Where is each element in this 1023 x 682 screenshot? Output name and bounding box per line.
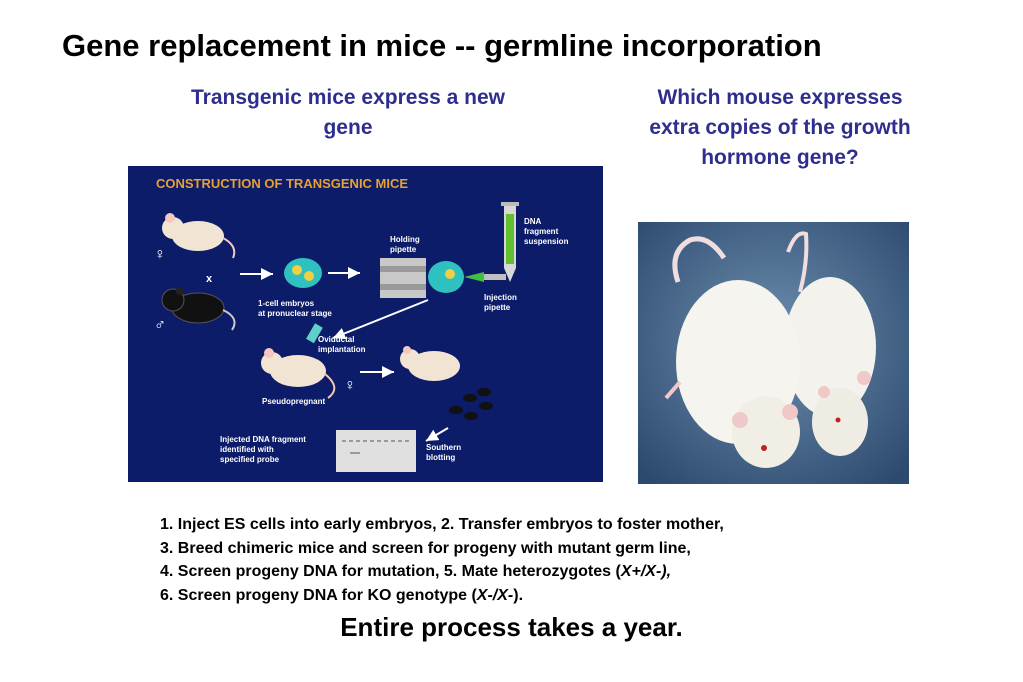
dna-syringe-icon: [501, 202, 519, 282]
svg-text:fragment: fragment: [524, 227, 559, 236]
holding-pipette-icon: [380, 258, 426, 298]
female-mouse-icon: ♀: [154, 213, 236, 263]
svg-text:blotting: blotting: [426, 453, 455, 462]
step-line-3: 4. Screen progeny DNA for mutation, 5. M…: [160, 563, 672, 580]
svg-text:Holding: Holding: [390, 235, 420, 244]
svg-text:Injection: Injection: [484, 293, 517, 302]
mother-with-pups-icon: [400, 346, 493, 420]
caption-growth-hormone-question: Which mouse expresses extra copies of th…: [649, 86, 911, 169]
step-line-2: 3. Breed chimeric mice and screen for pr…: [160, 539, 691, 557]
male-mouse-icon: ♂: [154, 287, 236, 334]
injected-embryo-icon: [428, 261, 464, 293]
svg-text:implantation: implantation: [318, 345, 366, 354]
transgenic-construction-diagram: CONSTRUCTION OF TRANSGENIC MICE ♀ x ♂ 1-…: [128, 166, 603, 482]
cross-symbol: x: [206, 273, 213, 285]
steps-list: 1. Inject ES cells into early embryos, 2…: [160, 513, 724, 607]
svg-text:DNA: DNA: [524, 217, 542, 226]
caption-transgenic: Transgenic mice express a new gene: [191, 86, 505, 139]
pseudopregnant-mouse-icon: [261, 348, 336, 399]
diagram-heading: CONSTRUCTION OF TRANSGENIC MICE: [156, 176, 408, 191]
slide-title: Gene replacement in mice -- germline inc…: [62, 28, 822, 63]
svg-text:♂: ♂: [154, 317, 166, 334]
svg-text:at pronuclear stage: at pronuclear stage: [258, 309, 332, 318]
svg-text:pipette: pipette: [390, 245, 417, 254]
svg-text:Oviductal: Oviductal: [318, 335, 354, 344]
svg-text:♀: ♀: [154, 246, 166, 263]
svg-text:Pseudopregnant: Pseudopregnant: [262, 397, 325, 406]
footer-statement: Entire process takes a year.: [340, 612, 683, 642]
step-line-1: 1. Inject ES cells into early embryos, 2…: [160, 516, 724, 533]
svg-text:Injected DNA fragment: Injected DNA fragment: [220, 435, 306, 444]
svg-text:pipette: pipette: [484, 303, 511, 312]
embryo-icon: [284, 258, 322, 288]
two-mice-photo: [638, 222, 909, 484]
svg-text:1-cell embryos: 1-cell embryos: [258, 299, 315, 308]
svg-text:specified probe: specified probe: [220, 455, 280, 464]
step-line-4: 6. Screen progeny DNA for KO genotype (X…: [160, 586, 524, 604]
svg-text:Southern: Southern: [426, 443, 461, 452]
svg-text:♀: ♀: [344, 377, 356, 394]
svg-text:identified with: identified with: [220, 445, 274, 454]
southern-blot-icon: [336, 430, 416, 472]
svg-text:suspension: suspension: [524, 237, 569, 246]
